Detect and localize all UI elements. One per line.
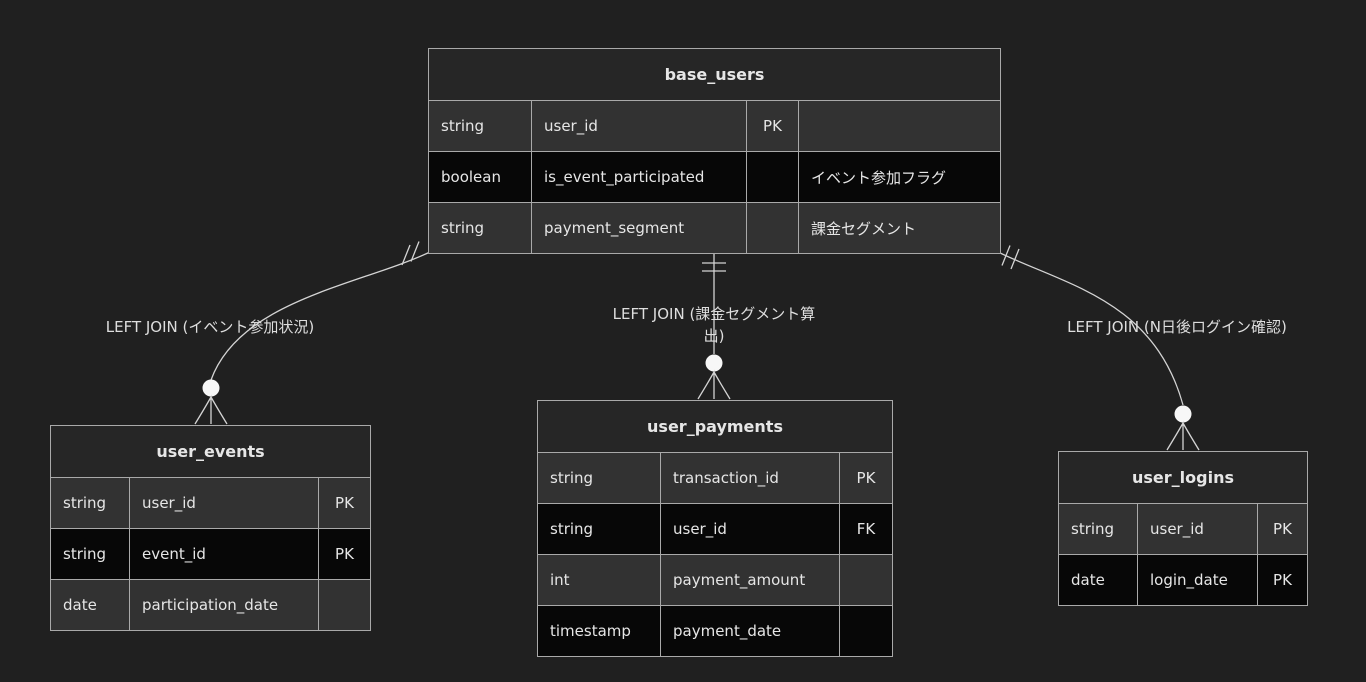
attr-type: string xyxy=(428,100,532,152)
attr-type: timestamp xyxy=(537,605,661,657)
attr-type: string xyxy=(50,528,130,580)
crow-foot-marker xyxy=(1166,420,1200,451)
attr-type: date xyxy=(1058,554,1138,606)
entity-title: user_events xyxy=(50,425,371,478)
attr-key xyxy=(318,579,371,631)
attr-type: string xyxy=(537,452,661,504)
attribute-row: string transaction_id PK xyxy=(537,452,893,504)
attr-type: date xyxy=(50,579,130,631)
attr-name: payment_amount xyxy=(660,554,840,606)
attribute-row: string user_id PK xyxy=(50,477,371,529)
attribute-row: string user_id PK xyxy=(1058,503,1308,555)
entity-title: user_logins xyxy=(1058,451,1308,504)
relationship-line-base-users-user-events xyxy=(210,251,431,381)
attr-name: login_date xyxy=(1137,554,1258,606)
entity-header-row: base_users xyxy=(428,48,1001,101)
attribute-row: string event_id PK xyxy=(50,528,371,580)
attr-type: boolean xyxy=(428,151,532,203)
entity-title: user_payments xyxy=(537,400,893,453)
zero-or-more-circle xyxy=(202,379,220,397)
relationship-label-user-logins: LEFT JOIN (N日後ログイン確認) xyxy=(1067,318,1287,336)
attribute-row: date participation_date xyxy=(50,579,371,631)
attr-key: PK xyxy=(1257,503,1308,555)
entity-user-events: user_events string user_id PK string eve… xyxy=(50,425,371,631)
attr-name: event_id xyxy=(129,528,319,580)
attr-key: PK xyxy=(318,477,371,529)
attr-type: int xyxy=(537,554,661,606)
attr-key: PK xyxy=(746,100,799,152)
attr-name: is_event_participated xyxy=(531,151,747,203)
attribute-row: string payment_segment 課金セグメント xyxy=(428,202,1001,254)
attribute-row: int payment_amount xyxy=(537,554,893,606)
crow-foot-marker xyxy=(697,369,731,400)
attr-key xyxy=(746,202,799,254)
attr-comment: 課金セグメント xyxy=(798,202,1001,254)
attr-name: user_id xyxy=(1137,503,1258,555)
attr-name: transaction_id xyxy=(660,452,840,504)
attr-name: user_id xyxy=(531,100,747,152)
entity-header-row: user_logins xyxy=(1058,451,1308,504)
entity-user-payments: user_payments string transaction_id PK s… xyxy=(537,400,893,657)
entity-header-row: user_events xyxy=(50,425,371,478)
attribute-row: boolean is_event_participated イベント参加フラグ xyxy=(428,151,1001,203)
exactly-one-marker xyxy=(1001,245,1020,270)
entity-header-row: user_payments xyxy=(537,400,893,453)
entity-base-users: base_users string user_id PK boolean is_… xyxy=(428,48,1001,254)
attr-type: string xyxy=(50,477,130,529)
attr-key xyxy=(839,605,893,657)
relationship-line-base-users-user-logins xyxy=(997,251,1184,406)
attr-key: PK xyxy=(318,528,371,580)
attr-name: user_id xyxy=(660,503,840,555)
attr-key: FK xyxy=(839,503,893,555)
crow-foot-marker xyxy=(194,394,228,425)
attr-comment xyxy=(798,100,1001,152)
exactly-one-marker xyxy=(702,262,726,272)
attr-name: payment_segment xyxy=(531,202,747,254)
zero-or-more-circle xyxy=(1174,405,1192,423)
attribute-row: date login_date PK xyxy=(1058,554,1308,606)
attribute-row: string user_id FK xyxy=(537,503,893,555)
attr-name: participation_date xyxy=(129,579,319,631)
attr-type: string xyxy=(1058,503,1138,555)
relationship-label-user-events: LEFT JOIN (イベント参加状況) xyxy=(105,318,315,336)
relationship-label-user-payments: LEFT JOIN (課金セグメント算出) xyxy=(612,305,816,345)
attr-type: string xyxy=(537,503,661,555)
attr-comment: イベント参加フラグ xyxy=(798,151,1001,203)
attr-type: string xyxy=(428,202,532,254)
entity-title: base_users xyxy=(428,48,1001,101)
attr-key: PK xyxy=(839,452,893,504)
attr-key xyxy=(839,554,893,606)
zero-or-more-circle xyxy=(705,354,723,372)
entity-user-logins: user_logins string user_id PK date login… xyxy=(1058,451,1308,606)
attr-key xyxy=(746,151,799,203)
attribute-row: timestamp payment_date xyxy=(537,605,893,657)
attribute-row: string user_id PK xyxy=(428,100,1001,152)
exactly-one-marker xyxy=(401,241,420,266)
attr-name: payment_date xyxy=(660,605,840,657)
attr-key: PK xyxy=(1257,554,1308,606)
attr-name: user_id xyxy=(129,477,319,529)
